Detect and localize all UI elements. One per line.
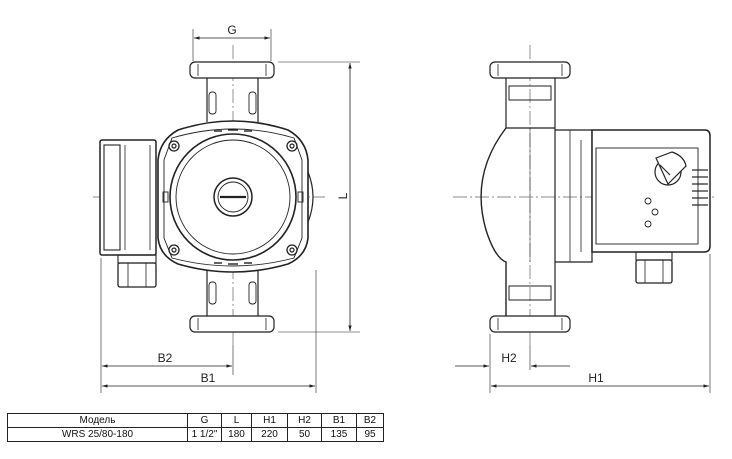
cell-l: 180 <box>221 427 252 442</box>
cell-h2: 50 <box>287 427 322 442</box>
spec-table: Модель G L H1 H2 B1 B2 WRS 25/80-180 1 1… <box>7 413 384 442</box>
cell-h1: 220 <box>251 427 288 442</box>
header-l: L <box>221 413 252 428</box>
dim-label-b1: B1 <box>201 371 216 385</box>
table-row: WRS 25/80-180 1 1/2" 180 220 50 135 95 <box>7 427 384 442</box>
cell-g: 1 1/2" <box>187 427 222 442</box>
side-view <box>453 45 715 345</box>
cell-model: WRS 25/80-180 <box>7 427 188 442</box>
cell-b2: 95 <box>356 427 384 442</box>
cell-b1: 135 <box>321 427 357 442</box>
header-model: Модель <box>7 413 188 428</box>
front-view-dimensions <box>100 29 360 393</box>
dim-label-b2: B2 <box>158 351 173 365</box>
dim-label-l: L <box>336 192 350 199</box>
dim-label-h2: H2 <box>501 351 517 365</box>
side-view-dimensions <box>455 254 711 393</box>
dim-label-h1: H1 <box>588 371 604 385</box>
header-h1: H1 <box>251 413 288 428</box>
front-view <box>93 45 325 345</box>
dim-label-g: G <box>227 23 236 37</box>
header-h2: H2 <box>287 413 322 428</box>
header-b1: B1 <box>321 413 357 428</box>
header-b2: B2 <box>356 413 384 428</box>
spec-table-header-row: Модель G L H1 H2 B1 B2 <box>7 413 384 428</box>
header-g: G <box>187 413 222 428</box>
